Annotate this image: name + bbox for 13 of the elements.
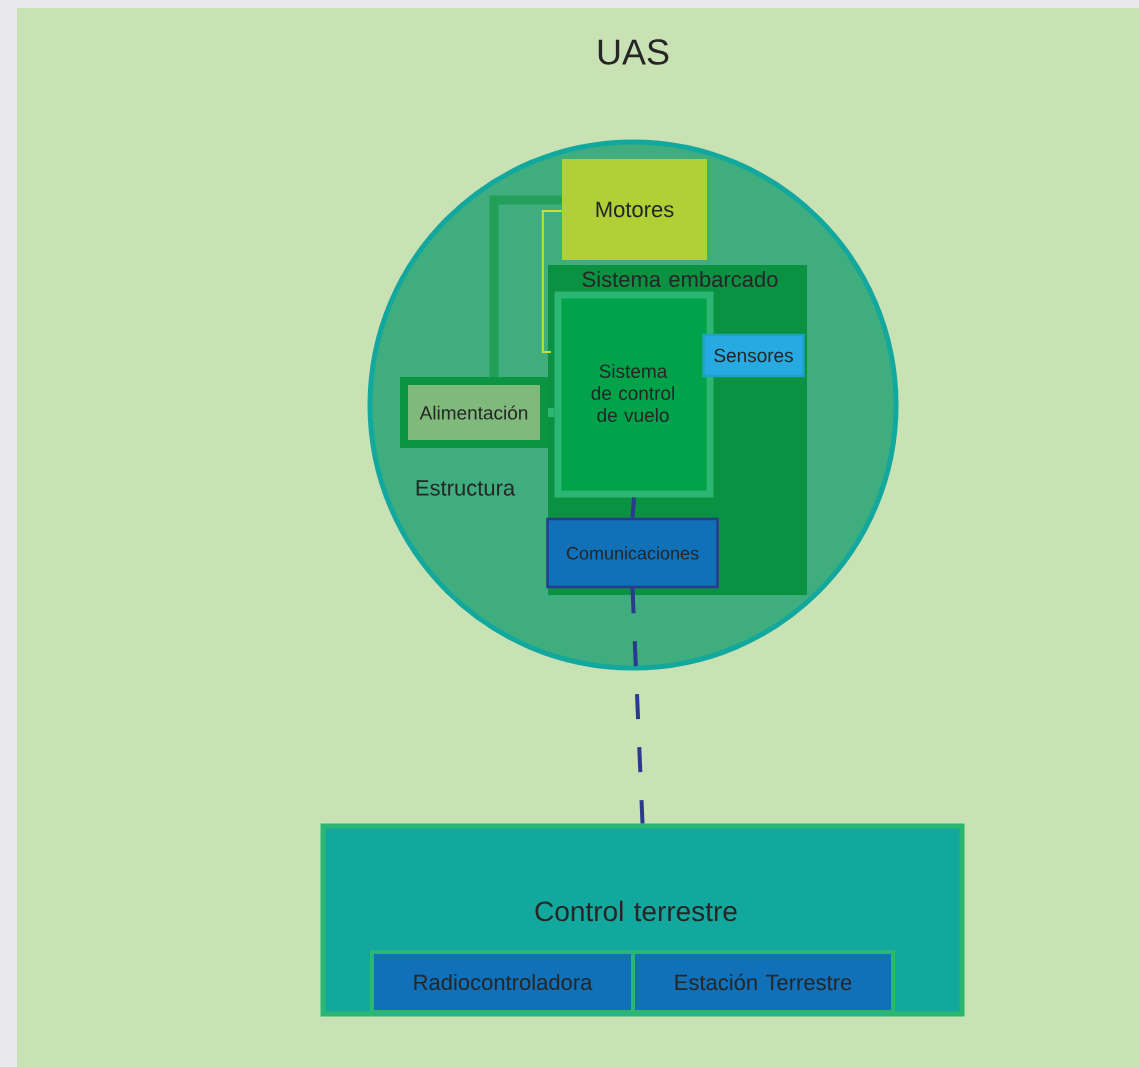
communications-box: Comunicaciones: [546, 517, 719, 589]
motor-box: Motores: [562, 159, 707, 260]
connector-line: [630, 588, 645, 824]
connector-line: [630, 497, 636, 518]
connector-line: [489, 195, 562, 377]
sensor-box: Sensores: [702, 333, 805, 378]
radio-controller-box: Radiocontroladora: [370, 950, 635, 1014]
ground-station-box: Estación Terrestre: [631, 950, 895, 1014]
connector-line: [548, 408, 555, 417]
power-box: Alimentación: [400, 377, 548, 448]
flight-control-box: Sistema de control de vuelo: [554, 291, 714, 498]
title: UAS: [598, 39, 669, 65]
connector-line: [541, 210, 563, 353]
